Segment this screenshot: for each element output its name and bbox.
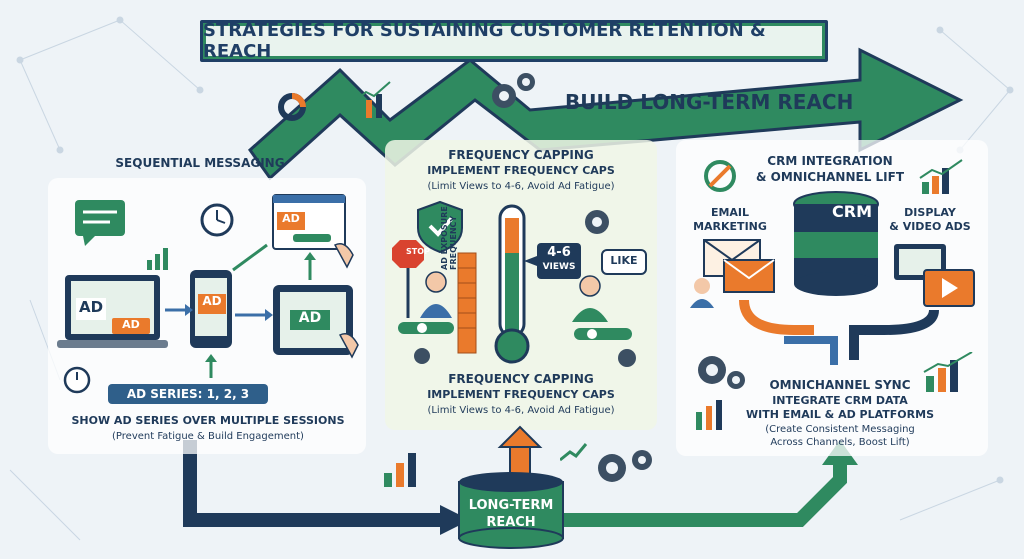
pie-chart-icon: [278, 93, 306, 121]
like-badge: LIKE: [610, 254, 638, 267]
sync-note2: Across Channels, Boost Lift): [770, 437, 910, 448]
sync-line2: WITH EMAIL & AD PLATFORMS: [745, 408, 934, 421]
bar-chart-icon-bottom: [384, 453, 416, 487]
reach-line1: LONG-TERM: [468, 498, 554, 513]
laptop-ad-badge: AD: [112, 318, 150, 334]
crm-db-label: CRM: [832, 202, 872, 221]
crm-illustration: [690, 191, 975, 365]
sync-note1: (Create Consistent Messaging: [765, 424, 915, 435]
growth-arrow: [247, 47, 964, 181]
bottom-flow-arrow: [183, 440, 440, 527]
arrow-label: BUILD LONG-TERM REACH: [565, 90, 854, 114]
title-banner: STRATEGIES FOR SUSTAINING CUSTOMER RETEN…: [200, 20, 828, 62]
sync-title: OMNICHANNEL SYNC: [769, 378, 911, 392]
chart-icon-crm-bottom: [923, 352, 973, 392]
link-icon: [704, 160, 736, 192]
crm-title-line2: & OMNICHANNEL LIFT: [755, 170, 905, 184]
phone-ad-label: AD: [198, 294, 226, 314]
crm-title-line1: CRM INTEGRATION: [767, 154, 893, 168]
ad-series-badge: AD SERIES: 1, 2, 3: [108, 384, 268, 404]
sequential-caption: SHOW AD SERIES OVER MULTIPLE SESSIONS: [71, 414, 345, 427]
frequency-bottom-subtitle: IMPLEMENT FREQUENCY CAPS: [427, 388, 615, 401]
stop-sign-label: STOP: [406, 247, 430, 256]
frequency-illustration: [392, 200, 647, 367]
gear-icon-bottom: [560, 443, 652, 482]
views-word: VIEWS: [542, 262, 576, 272]
frequency-subtitle: IMPLEMENT FREQUENCY CAPS: [427, 164, 615, 177]
reach-cylinder: [458, 472, 564, 549]
gear-icon: [492, 73, 535, 108]
views-range: 4-6: [547, 245, 571, 260]
sequential-subcaption: (Prevent Fatigue & Build Engagement): [112, 431, 304, 442]
gears-crm: [696, 356, 745, 430]
reach-line2: REACH: [486, 515, 536, 530]
email-label-line1: EMAIL: [710, 206, 750, 219]
frequency-axis-label: AD EXPOSURE FREQUENCY: [440, 206, 458, 270]
sync-line1: INTEGRATE CRM DATA: [772, 394, 908, 407]
frequency-note: (Limit Views to 4-6, Avoid Ad Fatigue): [427, 181, 615, 192]
browser-ad-label: AD: [277, 212, 305, 230]
email-label-line2: MARKETING: [693, 220, 767, 233]
bottom-flow-arrow-right: [540, 460, 847, 527]
page-title: STRATEGIES FOR SUSTAINING CUSTOMER RETEN…: [203, 20, 766, 62]
sequential-title: SEQUENTIAL MESSAGING: [115, 156, 285, 170]
display-label-line1: DISPLAY: [904, 206, 956, 219]
frequency-bottom-note: (Limit Views to 4-6, Avoid Ad Fatigue): [427, 405, 615, 416]
frequency-bottom-title: FREQUENCY CAPPING: [448, 372, 594, 386]
tablet-ad-label: AD: [290, 310, 330, 330]
laptop-ad-label: AD: [76, 298, 106, 320]
bar-chart-icon: [353, 81, 391, 118]
chart-icon-right: [919, 159, 963, 194]
display-label-line2: & VIDEO ADS: [889, 220, 971, 233]
frequency-title: FREQUENCY CAPPING: [448, 148, 594, 162]
network-lines: [9, 16, 1014, 541]
